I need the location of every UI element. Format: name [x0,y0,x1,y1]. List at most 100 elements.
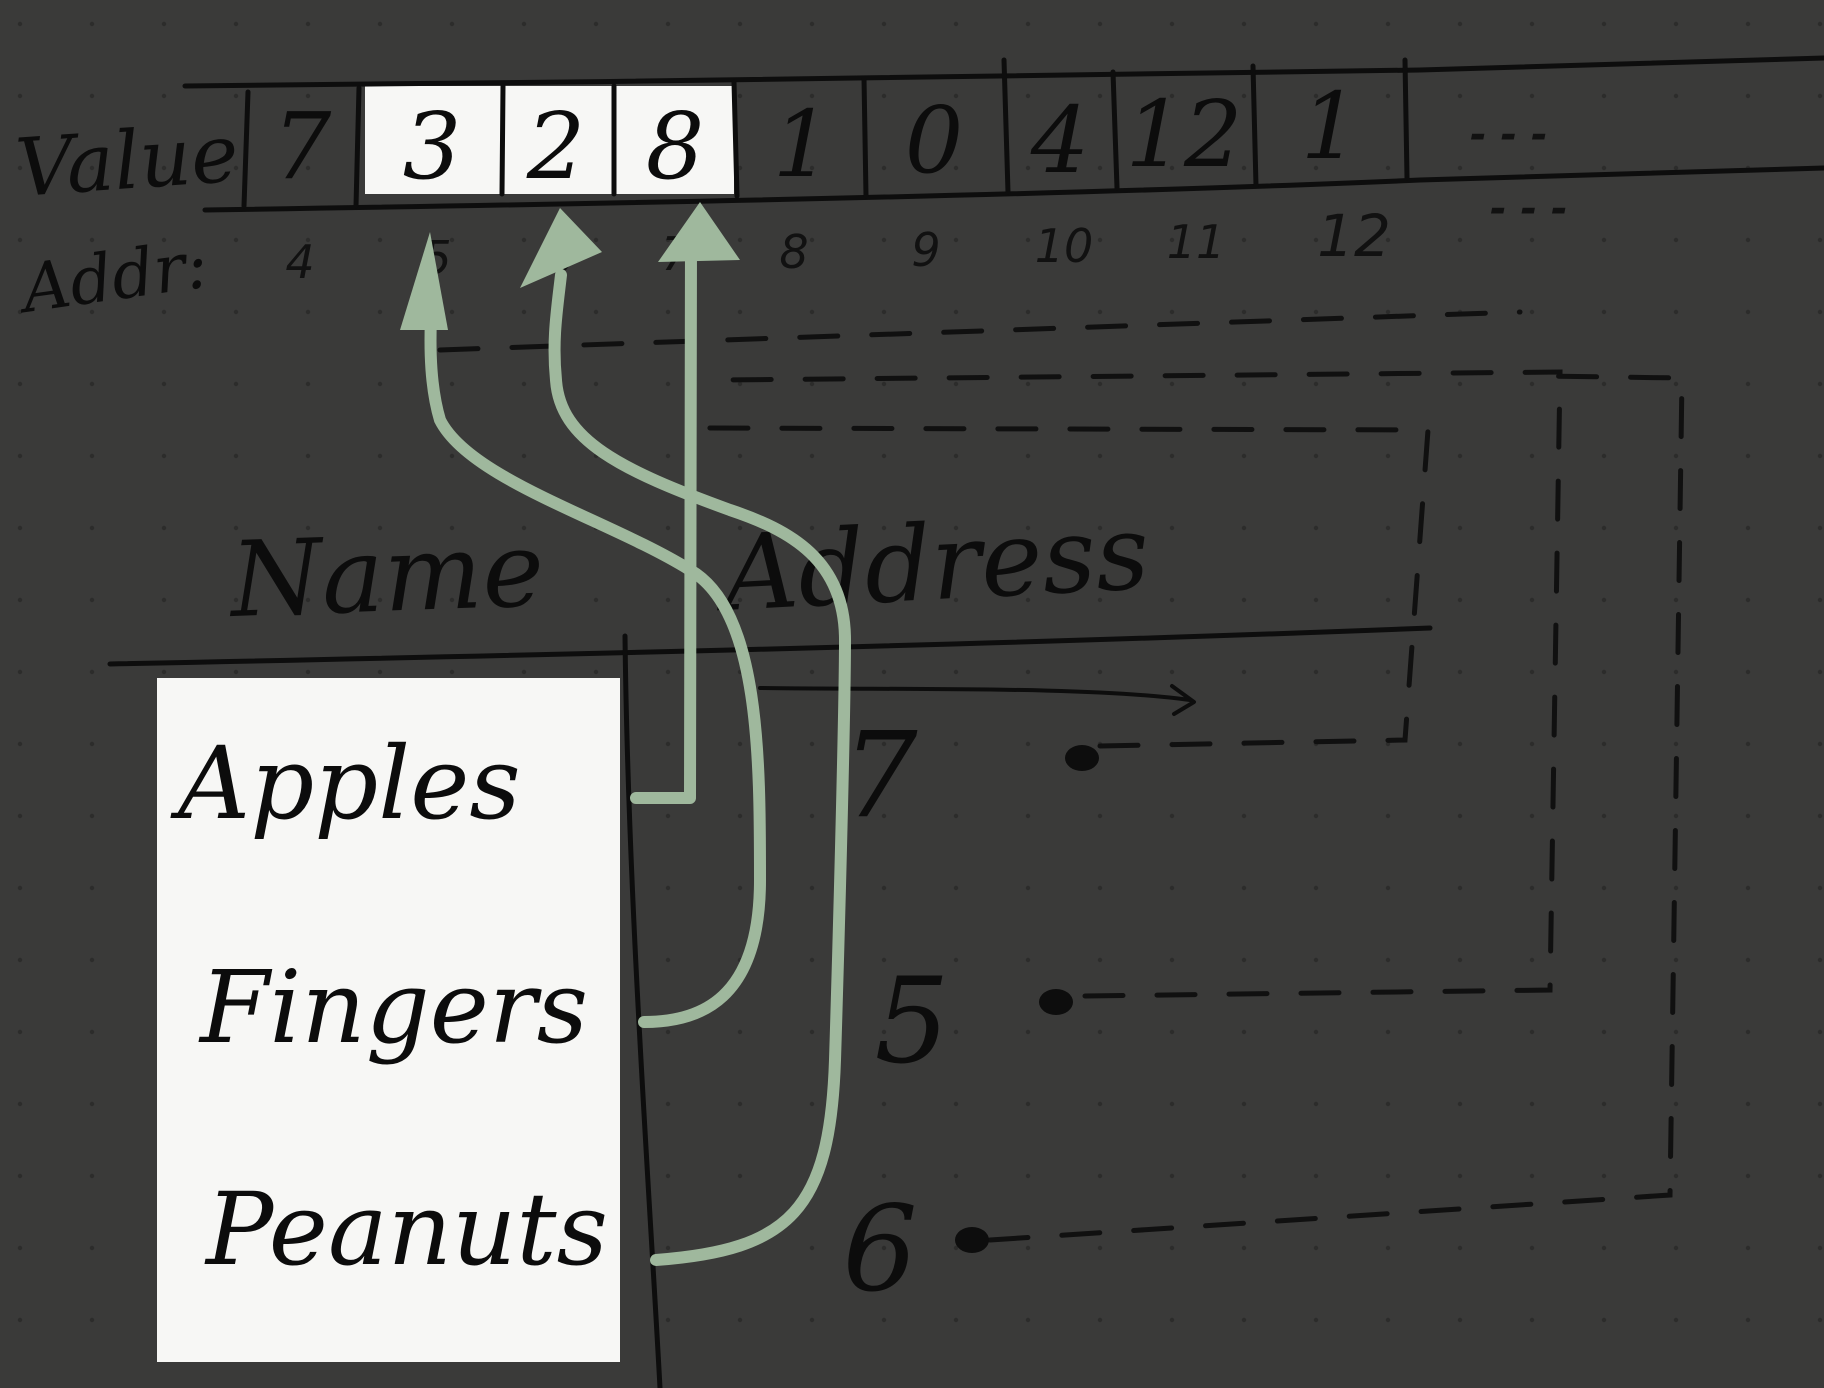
paper-dot [665,813,671,819]
paper-dot [449,525,455,531]
paper-dot [17,1101,23,1107]
value-cell: 8 [646,93,705,200]
paper-dot [1313,525,1319,531]
table-row-address: 7 [842,706,917,844]
paper-dot [1025,885,1031,891]
paper-dot [17,1245,23,1251]
paper-dot [1745,381,1751,387]
address-labels: 4 5 6 7 8 9 10 11 12 [285,202,1391,289]
paper-dot [1097,525,1103,531]
paper-dot [1529,741,1535,747]
paper-dot [1097,885,1103,891]
arrow-peanuts-to-addr-6 [548,269,851,1266]
paper-dot [1601,93,1607,99]
paper-dot [881,309,887,315]
value-cell: 1 [773,91,832,198]
paper-dot [1385,165,1391,171]
paper-dot [1601,381,1607,387]
paper-dot [1745,597,1751,603]
arrow-apples-to-addr-7 [630,234,697,804]
paper-dot [881,237,887,243]
paper-dot [1025,957,1031,963]
paper-dot [809,741,815,747]
paper-dot [1601,597,1607,603]
paper-dot [737,381,743,387]
paper-dot [89,813,95,819]
paper-dot [1385,597,1391,603]
paper-dot [1241,1173,1247,1179]
address-label: 8 [779,225,808,279]
paper-dot [1601,453,1607,459]
paper-dot [1025,381,1031,387]
paper-dot [881,957,887,963]
paper-dot [1817,1101,1823,1107]
paper-dot [665,1173,671,1179]
pointer-arrows [400,202,851,1266]
paper-dot [1817,741,1823,747]
paper-dot [1745,1173,1751,1179]
pointer-dot [1065,745,1099,771]
paper-dot [1097,669,1103,675]
paper-dot [89,525,95,531]
paper-dot [1025,1317,1031,1323]
paper-dot [1673,813,1679,819]
paper-dot [1601,813,1607,819]
paper-dot [377,237,383,243]
paper-dot [1673,453,1679,459]
paper-dot [1169,453,1175,459]
paper-dot [1313,93,1319,99]
paper-dot [89,741,95,747]
paper-dot [521,309,527,315]
paper-dot [1025,1245,1031,1251]
paper-dot [953,597,959,603]
paper-dot [161,453,167,459]
paper-dot [1745,885,1751,891]
paper-dot [1817,669,1823,675]
memory-row: Value 7 3 2 8 1 0 4 12 1 - - - Addr: 4 5… [12,55,1824,329]
paper-dot [1241,669,1247,675]
paper-dot [1169,669,1175,675]
paper-dot [1241,885,1247,891]
pointer-dot [1039,989,1073,1015]
highlight-cell-6 [503,86,614,194]
paper-dot [1385,381,1391,387]
paper-dot [1025,453,1031,459]
paper-dot [953,21,959,27]
paper-dot [1385,741,1391,747]
paper-dot [1457,1173,1463,1179]
paper-dot [1385,21,1391,27]
paper-dot [1025,597,1031,603]
paper-dot [377,21,383,27]
paper-dot [1313,453,1319,459]
paper-dot [593,309,599,315]
paper-dot [953,957,959,963]
paper-dot [1745,957,1751,963]
paper-dot [1385,1101,1391,1107]
paper-dot [1673,237,1679,243]
paper-dot [89,669,95,675]
paper-dot [1097,453,1103,459]
paper-dot [449,597,455,603]
paper-dot [1817,525,1823,531]
table-row-address: 6 [842,1180,917,1318]
paper-dot [809,309,815,315]
paper-dot [1097,1029,1103,1035]
paper-dot [1673,597,1679,603]
paper-dot [1313,1101,1319,1107]
paper-dot [1097,1317,1103,1323]
paper-dot [737,1101,743,1107]
paper-dot [881,525,887,531]
paper-dot [1745,21,1751,27]
paper-dot [1385,309,1391,315]
paper-dot [1385,1245,1391,1251]
paper-dot [881,93,887,99]
arrowhead-addr-7 [658,202,740,262]
paper-dot [17,237,23,243]
paper-dot [1241,1245,1247,1251]
paper-dot [449,21,455,27]
paper-dot [1817,237,1823,243]
paper-dot [1169,1029,1175,1035]
paper-dot [1241,1101,1247,1107]
value-cell: 2 [526,93,586,200]
paper-dot [1817,597,1823,603]
